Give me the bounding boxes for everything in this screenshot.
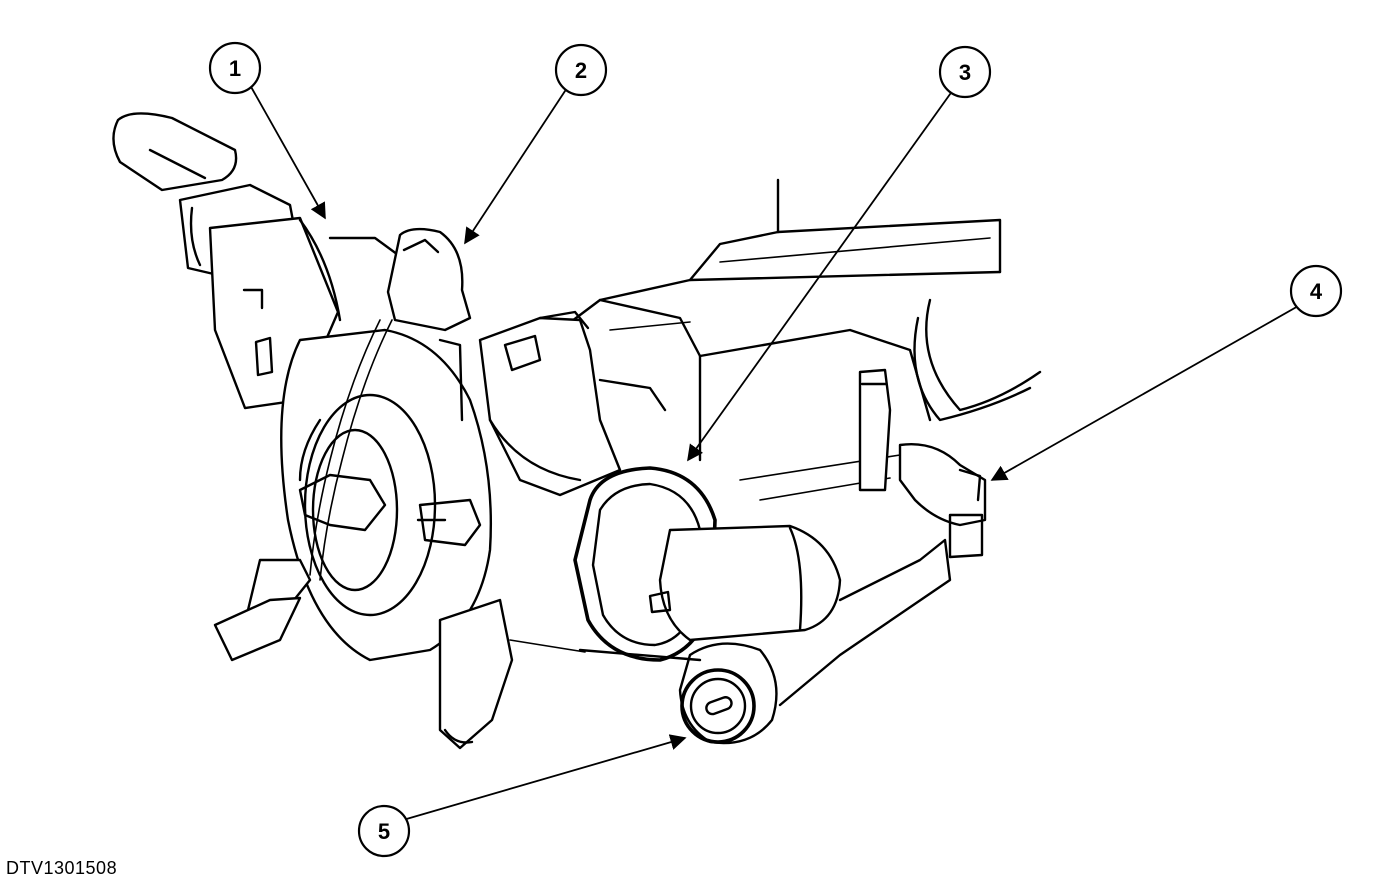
- callout-5: 5: [357, 804, 411, 858]
- callout-leaders: [249, 84, 1301, 821]
- ignition-switch: [778, 368, 987, 707]
- figure-code: DTV1301508: [6, 858, 118, 878]
- callout-1: 1: [208, 41, 262, 95]
- center-body: [478, 310, 667, 497]
- callout-5-label: 5: [378, 819, 390, 844]
- column-housing: [558, 178, 1042, 501]
- key-lock-barrel: [509, 639, 778, 745]
- leader-1: [249, 84, 326, 220]
- clockspring-ring: [280, 328, 493, 662]
- leader-5: [402, 734, 687, 821]
- callout-2-label: 2: [575, 58, 587, 83]
- leader-2: [464, 87, 568, 245]
- wiring-connector: [213, 227, 472, 662]
- callout-4: 4: [1289, 264, 1343, 318]
- callout-2: 2: [554, 43, 608, 97]
- callout-3: 3: [938, 45, 992, 99]
- leader-4: [990, 304, 1301, 481]
- lock-cylinder-housing: [573, 466, 842, 662]
- callout-4-label: 4: [1310, 279, 1323, 304]
- lower-lever: [438, 598, 514, 750]
- leader-3: [687, 89, 954, 462]
- callout-1-label: 1: [229, 56, 241, 81]
- callout-3-label: 3: [959, 60, 971, 85]
